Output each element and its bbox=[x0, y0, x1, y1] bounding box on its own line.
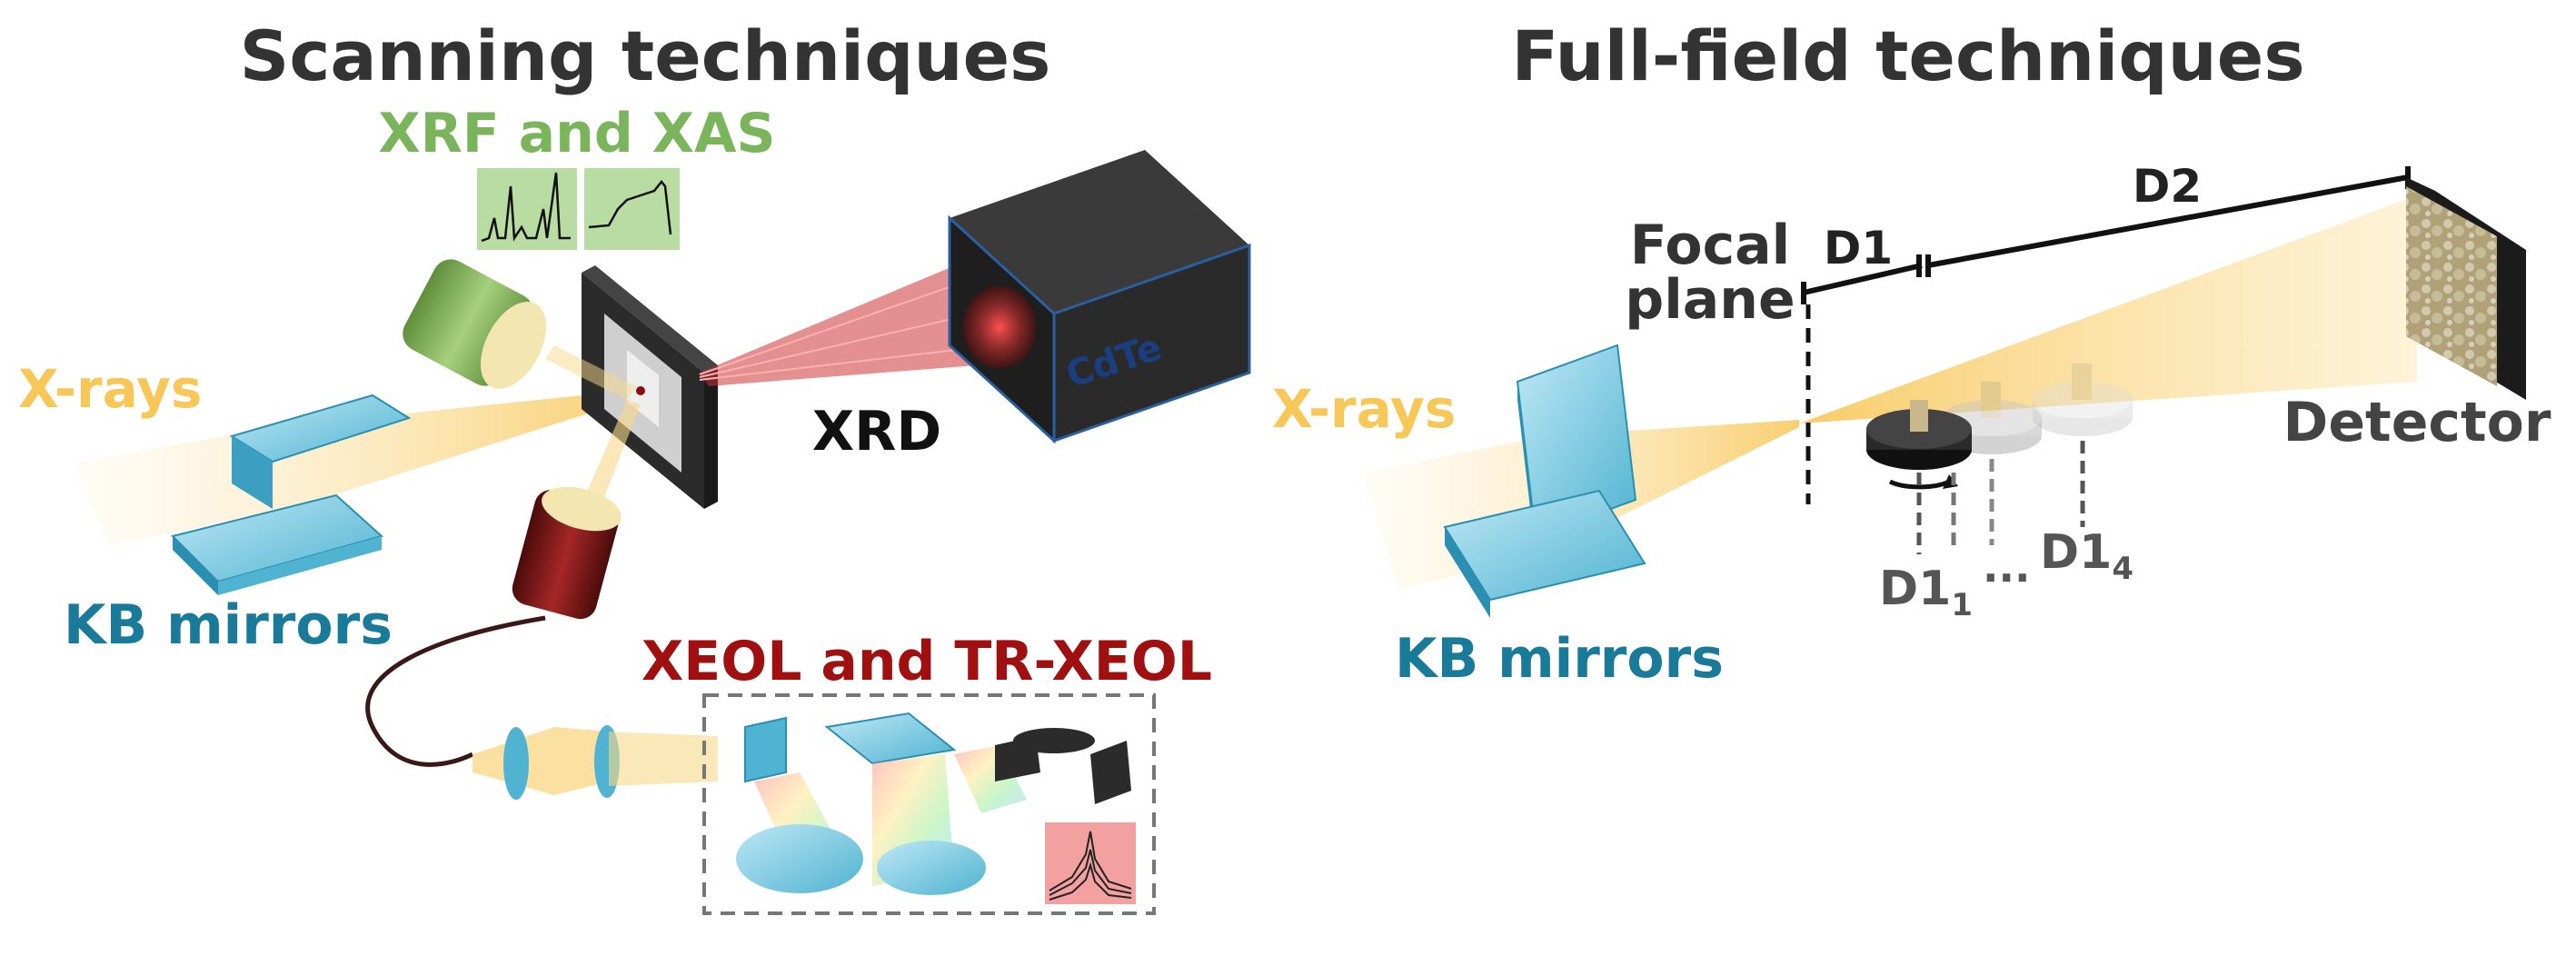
distance-d1-line bbox=[1801, 254, 1923, 304]
xeol-label: XEOL and TR-XEOL bbox=[642, 630, 1212, 693]
xray-beam-scanning bbox=[73, 391, 636, 545]
d1-4-label: D14 bbox=[2040, 525, 2133, 587]
scanning-title: Scanning techniques bbox=[240, 15, 1051, 96]
d1-4-base: D1 bbox=[2040, 525, 2112, 580]
xrf-spectrum-thumbnail bbox=[477, 168, 577, 250]
kb-mirrors-label-fullfield: KB mirrors bbox=[1395, 627, 1724, 691]
d1-4-sub: 4 bbox=[2112, 551, 2133, 587]
distance-d2-label: D2 bbox=[2133, 160, 2202, 213]
d1-ellipsis: ... bbox=[1983, 543, 2030, 592]
d1-1-sub: 1 bbox=[1951, 587, 1973, 623]
xray-beam-to-detector bbox=[1799, 195, 2417, 423]
xrays-label-fullfield: X-rays bbox=[1272, 378, 1456, 440]
fullfield-detector bbox=[2406, 177, 2526, 400]
focal-plane-label-line1: Focal bbox=[1630, 214, 1790, 277]
d1-1-label: D11 bbox=[1879, 562, 1973, 623]
xeol-spectrometer bbox=[736, 712, 1136, 904]
focal-plane-label-line2: plane bbox=[1625, 268, 1795, 332]
kb-mirrors-label-scanning: KB mirrors bbox=[64, 593, 393, 657]
fullfield-title: Full-field techniques bbox=[1511, 15, 2304, 96]
optical-fiber bbox=[365, 615, 546, 767]
xrays-label-scanning: X-rays bbox=[18, 358, 202, 420]
sample-holder bbox=[582, 265, 718, 509]
d1-1-base: D1 bbox=[1879, 562, 1951, 616]
xeol-spectrometer-box bbox=[702, 693, 1156, 915]
xeol-optic-lens bbox=[512, 400, 641, 620]
xrd-label: XRD bbox=[812, 400, 941, 463]
detector-label: Detector bbox=[2283, 391, 2551, 454]
distance-d1-label: D1 bbox=[1824, 222, 1893, 274]
xrf-optic-lens bbox=[403, 259, 636, 400]
rotation-stages bbox=[1866, 363, 2133, 554]
xeol-collimator bbox=[472, 725, 718, 800]
kb-mirrors-fullfield bbox=[1443, 344, 1646, 618]
xas-spectrum-thumbnail bbox=[584, 168, 680, 250]
xrf-xas-label: XRF and XAS bbox=[378, 102, 775, 165]
kb-mirrors-scanning bbox=[171, 393, 412, 595]
cdte-detector bbox=[948, 150, 1251, 444]
